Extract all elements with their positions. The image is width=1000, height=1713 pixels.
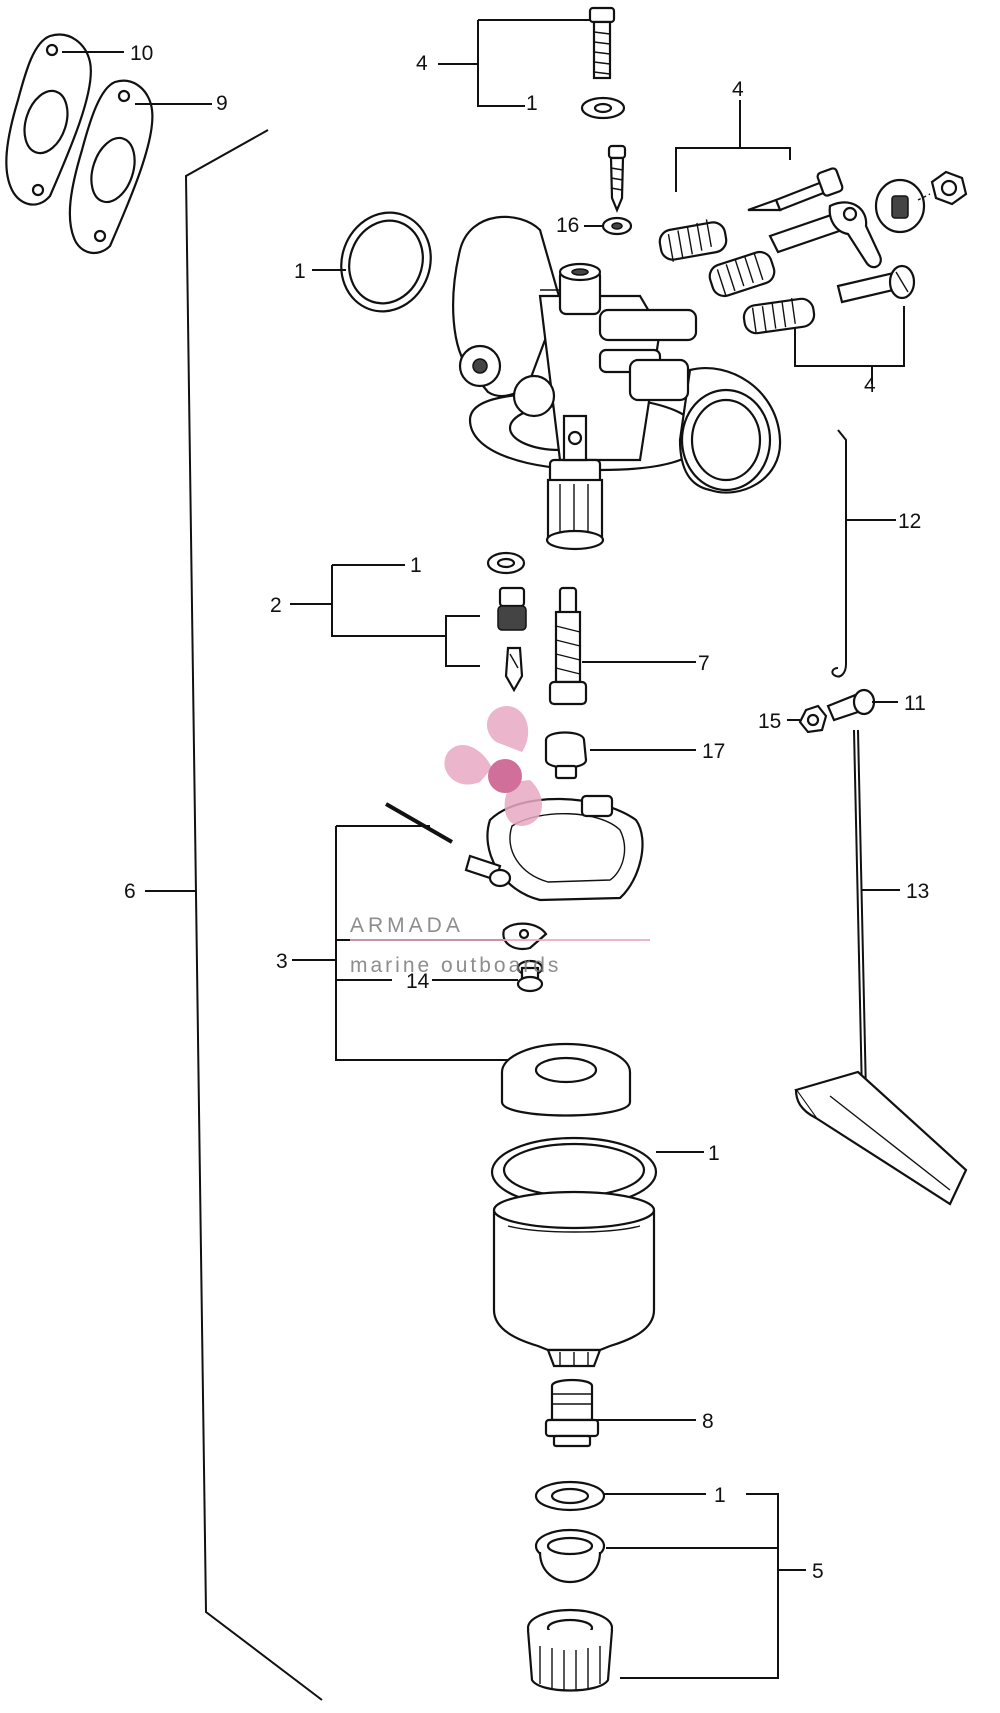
label-16: 16 bbox=[556, 214, 579, 237]
spring-b bbox=[708, 250, 776, 298]
bracket-5 bbox=[598, 1493, 806, 1679]
bracket-2 bbox=[290, 564, 480, 667]
float-ring bbox=[500, 1042, 632, 1117]
label-13: 13 bbox=[906, 880, 929, 903]
label-9: 9 bbox=[216, 92, 228, 115]
label-4-top: 4 bbox=[416, 52, 428, 75]
spring-c bbox=[742, 297, 816, 335]
float-clip bbox=[502, 922, 548, 951]
watermark-brand: ARMADA bbox=[350, 914, 464, 937]
propeller-logo bbox=[444, 706, 542, 826]
label-4-right-top: 4 bbox=[732, 78, 744, 101]
pilot-screw bbox=[607, 144, 627, 213]
float-plate bbox=[794, 1070, 968, 1206]
float-arm bbox=[464, 794, 644, 902]
label-17: 17 bbox=[702, 740, 725, 763]
label-5: 5 bbox=[812, 1560, 824, 1583]
throttle-lever bbox=[768, 201, 882, 269]
bracket-4-right bbox=[675, 100, 905, 384]
label-1-washer: 1 bbox=[410, 554, 422, 577]
label-10: 10 bbox=[130, 42, 153, 65]
armada-watermark: ARMADA marine outboards bbox=[350, 706, 650, 977]
cap-nut-5 bbox=[526, 1608, 614, 1692]
bolt-11 bbox=[826, 688, 898, 722]
carburetor-body bbox=[452, 215, 782, 551]
lever-washer bbox=[874, 178, 926, 234]
washer-2 bbox=[486, 551, 526, 575]
adjust-screw-top bbox=[588, 6, 616, 80]
label-7: 7 bbox=[698, 652, 710, 675]
label-3: 3 bbox=[276, 950, 288, 973]
lever-nut bbox=[917, 170, 968, 206]
jet-17 bbox=[544, 731, 696, 780]
float-bowl bbox=[492, 1190, 656, 1368]
needle-seat bbox=[497, 586, 527, 631]
bracket-6 bbox=[145, 129, 323, 1701]
cup-5 bbox=[534, 1528, 606, 1584]
watermark-tagline: marine outboards bbox=[350, 954, 561, 977]
label-1-oring: 1 bbox=[294, 260, 306, 283]
drain-plug-8 bbox=[544, 1378, 696, 1448]
nut-15 bbox=[787, 704, 828, 734]
washer-top bbox=[580, 96, 626, 120]
label-11: 11 bbox=[904, 692, 926, 715]
label-1-bottom: 1 bbox=[714, 1484, 726, 1507]
label-1-top: 1 bbox=[526, 92, 538, 115]
bowl-gasket bbox=[490, 1136, 704, 1208]
main-jet-tube-7 bbox=[548, 586, 696, 706]
bracket-4-top bbox=[438, 19, 590, 107]
label-2: 2 bbox=[270, 594, 282, 617]
washer-16 bbox=[584, 216, 633, 236]
label-15: 15 bbox=[758, 710, 781, 733]
gasket-9 bbox=[68, 79, 212, 255]
label-8: 8 bbox=[702, 1410, 714, 1433]
float-needle bbox=[504, 646, 524, 693]
label-1-gasket: 1 bbox=[708, 1142, 720, 1165]
gasket-10 bbox=[5, 33, 124, 206]
adjust-screw-right bbox=[836, 264, 916, 304]
washer-5 bbox=[534, 1480, 606, 1512]
label-4-right-bottom: 4 bbox=[864, 374, 876, 397]
rod-13 bbox=[853, 729, 900, 1095]
oring-left bbox=[312, 211, 432, 313]
label-6: 6 bbox=[124, 880, 136, 903]
idle-needle bbox=[747, 167, 844, 212]
spring-a bbox=[658, 219, 728, 262]
screw-14 bbox=[432, 959, 544, 993]
label-12: 12 bbox=[898, 510, 921, 533]
rod-12 bbox=[831, 429, 896, 678]
float-pin bbox=[385, 802, 453, 844]
label-14: 14 bbox=[406, 970, 430, 993]
callout-labels: 10 9 4 1 4 16 1 4 12 1 2 7 11 15 17 6 13… bbox=[124, 42, 929, 1583]
